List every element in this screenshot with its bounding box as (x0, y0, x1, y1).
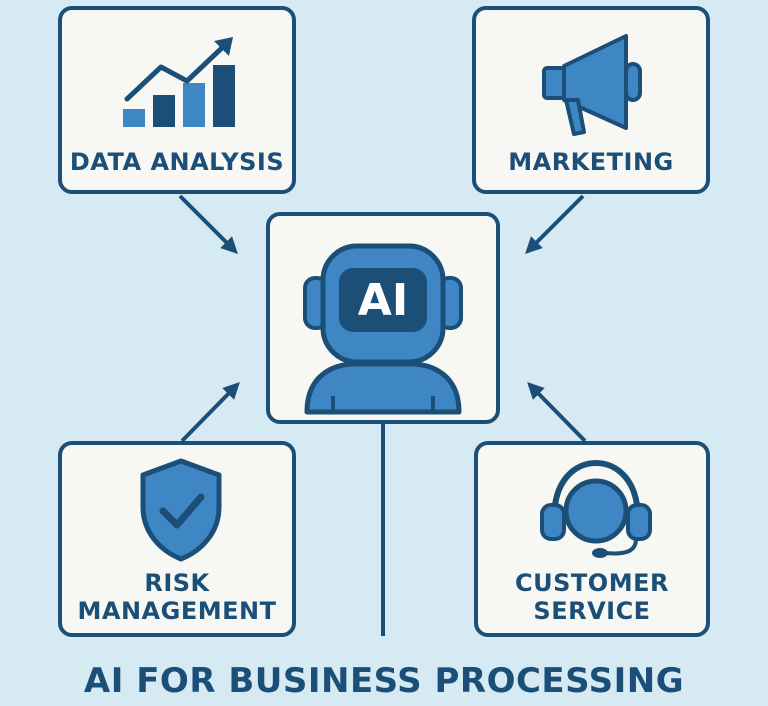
robot-ai-icon: AI (303, 243, 463, 415)
node-label-line2: SERVICE (533, 597, 651, 625)
node-data-analysis: DATA ANALYSIS (58, 6, 296, 194)
node-label: DATA ANALYSIS (69, 148, 285, 176)
node-risk-management: RISK MANAGEMENT (58, 441, 296, 637)
shield-check-icon (140, 458, 222, 562)
node-customer-service: CUSTOMER SERVICE (474, 441, 710, 637)
arrow-customer-to-ai (527, 382, 587, 443)
ai-label: AI (358, 275, 408, 326)
diagram-title: AI FOR BUSINESS PROCESSING (83, 661, 685, 701)
node-label-line1: CUSTOMER (515, 569, 669, 597)
arrow-marketing-to-ai (525, 194, 585, 254)
node-label-line2: MANAGEMENT (77, 597, 277, 625)
node-label-line1: RISK (144, 569, 210, 597)
bar-chart-trend-icon (123, 37, 235, 127)
arrow-data-analysis-to-ai (178, 194, 238, 254)
node-marketing: MARKETING (472, 6, 710, 194)
node-label: MARKETING (508, 148, 674, 176)
node-ai-center: AI (266, 212, 500, 424)
megaphone-icon (542, 34, 642, 136)
headset-icon (540, 459, 652, 558)
arrow-risk-to-ai (180, 382, 240, 443)
